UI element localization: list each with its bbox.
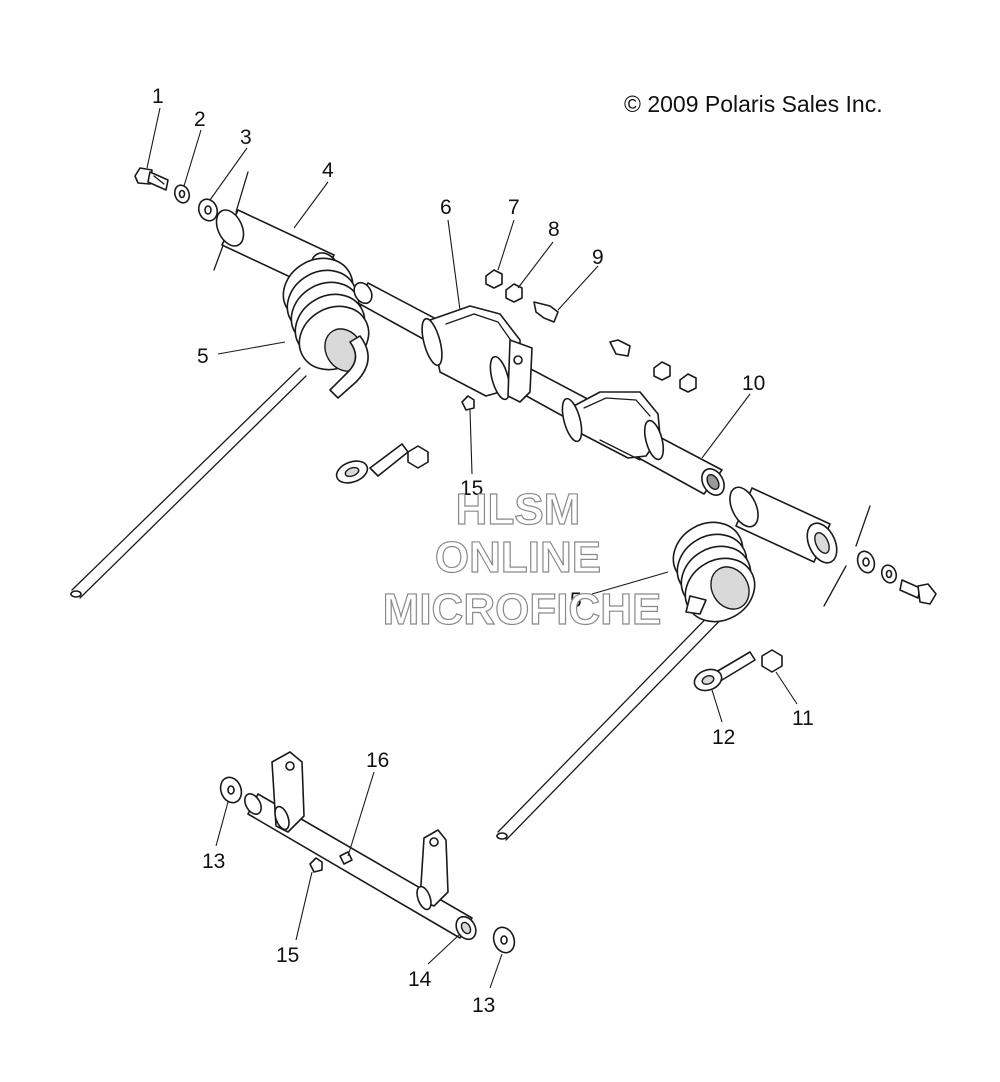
callout-11: 11: [792, 707, 814, 730]
bolt-1: [134, 167, 169, 191]
bolt-9-right: [609, 339, 631, 357]
callout-5-right: 5: [570, 589, 582, 612]
watermark-line-1: HLSM: [456, 485, 581, 534]
break-line-right: [823, 505, 871, 607]
bushing-8: [505, 283, 523, 303]
eye-bolt-12: [693, 651, 756, 692]
watermark-line-2: ONLINE: [435, 533, 601, 582]
washer-13-left: [219, 776, 243, 804]
callout-4: 4: [322, 159, 334, 182]
bracket-6-right: [561, 391, 665, 461]
callout-7: 7: [508, 196, 520, 219]
nut-11: [761, 649, 783, 673]
washer-right-2: [880, 564, 898, 584]
spacer-tube-right: [729, 486, 838, 564]
callout-1: 1: [152, 85, 164, 108]
callout-5-left: 5: [197, 345, 209, 368]
nut-7: [485, 269, 503, 289]
nut-center: [407, 445, 429, 469]
grease-fitting-15-lower: [309, 857, 323, 873]
washer-13-right: [492, 926, 516, 954]
callout-13-right: 13: [472, 994, 495, 1017]
washer-right-1: [856, 550, 876, 574]
callout-9: 9: [592, 246, 604, 269]
washer-2: [173, 184, 191, 204]
callout-16: 16: [366, 749, 389, 772]
bushing-8-right: [653, 361, 671, 381]
callout-8: 8: [548, 218, 560, 241]
bracket-6-left: [421, 305, 533, 403]
grease-fitting-15: [461, 395, 475, 411]
washer-3: [197, 198, 219, 222]
callout-2: 2: [194, 108, 206, 131]
callout-3: 3: [240, 126, 252, 149]
shaft-16: [244, 751, 477, 941]
copyright-text: © 2009 Polaris Sales Inc.: [624, 91, 883, 117]
callout-14: 14: [408, 968, 432, 991]
torsion-spring-left: [70, 257, 370, 599]
nut-7-right: [679, 373, 697, 393]
bolt-9: [533, 301, 559, 323]
bolt-right: [899, 579, 937, 605]
callout-6: 6: [440, 196, 452, 219]
callout-15-center: 15: [460, 477, 483, 500]
watermark-line-3: MICROFICHE: [383, 585, 662, 634]
callout-13-left: 13: [202, 850, 225, 873]
leader-lines: [146, 107, 798, 989]
callout-15-lower: 15: [276, 944, 299, 967]
eye-bolt-center: [335, 443, 409, 484]
callout-10: 10: [742, 372, 765, 395]
torsion-spring-right: [496, 521, 756, 841]
callout-12: 12: [712, 726, 735, 749]
